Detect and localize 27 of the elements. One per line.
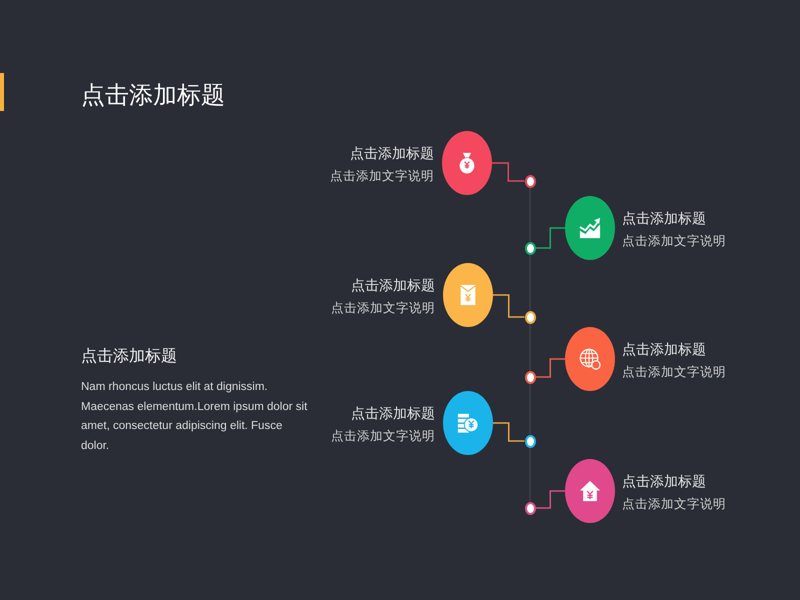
item-heading: 点击添加标题 — [350, 144, 434, 163]
slide-title: 点击添加标题 — [81, 81, 225, 111]
connector-line — [493, 422, 524, 442]
body-paragraph: Nam rhoncus luctus elit at dignissim. Maecenas elementum.Lorem ipsum dolor sit amet, consectetur adipiscing elit. Fusce dolor. — [81, 380, 308, 454]
item-description: 点击添加文字说明 — [622, 364, 726, 381]
connector-line — [493, 294, 524, 318]
connector-line — [536, 490, 565, 509]
section-heading: 点击添加标题 — [81, 346, 177, 367]
item-heading: 点击添加标题 — [622, 340, 706, 359]
timeline-dot — [524, 502, 536, 514]
connector-line — [492, 162, 524, 182]
item-description: 点击添加文字说明 — [622, 233, 726, 250]
item-description: 点击添加文字说明 — [331, 428, 435, 445]
timeline-dot — [524, 370, 536, 384]
timeline-dot — [524, 242, 536, 254]
item-description: 点击添加文字说明 — [622, 496, 726, 513]
item-heading: 点击添加标题 — [622, 472, 706, 491]
timeline-dot — [524, 174, 536, 188]
item-heading: 点击添加标题 — [622, 209, 706, 228]
item-heading: 点击添加标题 — [351, 404, 435, 423]
timeline-dot — [524, 434, 536, 448]
connector-line — [536, 358, 565, 378]
item-description: 点击添加文字说明 — [330, 168, 434, 185]
connector-line — [536, 227, 565, 249]
item-description: 点击添加文字说明 — [331, 300, 435, 317]
item-heading: 点击添加标题 — [351, 276, 435, 295]
timeline-dot — [524, 310, 536, 324]
